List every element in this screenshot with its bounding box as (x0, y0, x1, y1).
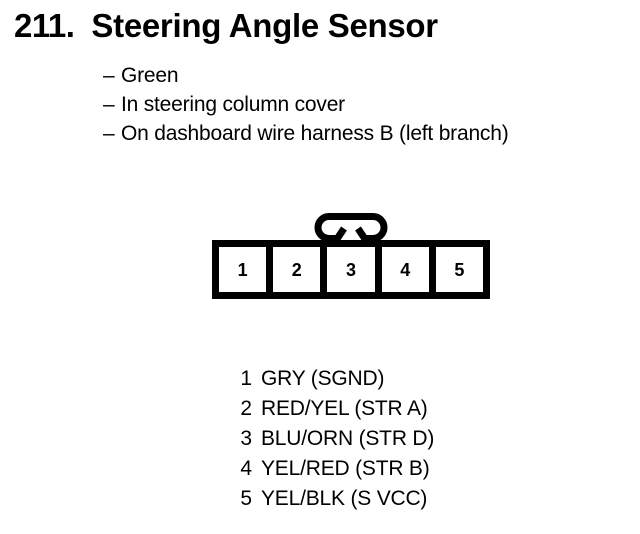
pin-cell-2: 2 (273, 247, 328, 292)
dash-icon: – (103, 122, 115, 145)
legend-row: 1 GRY (SGND) (236, 364, 434, 394)
pin-cell-number: 3 (346, 259, 357, 280)
dash-icon: – (103, 64, 115, 87)
legend-pin-number: 2 (240, 397, 252, 420)
pin-cell-1: 1 (219, 247, 274, 292)
page-title: 211. Steering Angle Sensor (14, 9, 438, 42)
pin-cell-number: 2 (291, 259, 302, 280)
list-item-label: In steering column cover (121, 93, 345, 116)
connector-latch-tab-icon (314, 213, 388, 243)
legend-pin-description: YEL/RED (STR B) (261, 457, 430, 480)
pin-cell-number: 4 (400, 259, 411, 280)
legend-pin-description: RED/YEL (STR A) (261, 397, 428, 420)
legend-row: 4 YEL/RED (STR B) (236, 454, 434, 484)
legend-pin-description: BLU/ORN (STR D) (261, 427, 435, 450)
legend-pin-number: 3 (240, 427, 252, 450)
list-item: – Green (103, 61, 509, 90)
connector-diagram: 1 2 3 4 5 (212, 213, 490, 299)
dash-icon: – (103, 93, 115, 116)
pin-legend: 1 GRY (SGND) 2 RED/YEL (STR A) 3 BLU/ORN… (236, 364, 434, 514)
pin-cell-5: 5 (435, 247, 484, 292)
pin-cell-3: 3 (327, 247, 382, 292)
connector-shell: 1 2 3 4 5 (212, 240, 490, 299)
legend-pin-description: YEL/BLK (S VCC) (261, 487, 428, 510)
component-description-list: – Green – In steering column cover – On … (103, 61, 509, 148)
legend-pin-number: 4 (240, 457, 252, 480)
list-item-label: On dashboard wire harness B (left branch… (121, 122, 509, 145)
legend-row: 2 RED/YEL (STR A) (236, 394, 434, 424)
legend-pin-description: GRY (SGND) (261, 367, 385, 390)
pin-cell-number: 1 (237, 259, 248, 280)
legend-row: 5 YEL/BLK (S VCC) (236, 484, 434, 514)
list-item: – On dashboard wire harness B (left bran… (103, 119, 509, 148)
legend-pin-number: 5 (240, 487, 252, 510)
section-number: 211. (14, 7, 75, 44)
section-title: Steering Angle Sensor (91, 7, 438, 44)
legend-pin-number: 1 (240, 367, 252, 390)
legend-row: 3 BLU/ORN (STR D) (236, 424, 434, 454)
pin-cell-4: 4 (381, 247, 436, 292)
list-item: – In steering column cover (103, 90, 509, 119)
pin-cell-number: 5 (454, 259, 465, 280)
list-item-label: Green (121, 64, 179, 87)
